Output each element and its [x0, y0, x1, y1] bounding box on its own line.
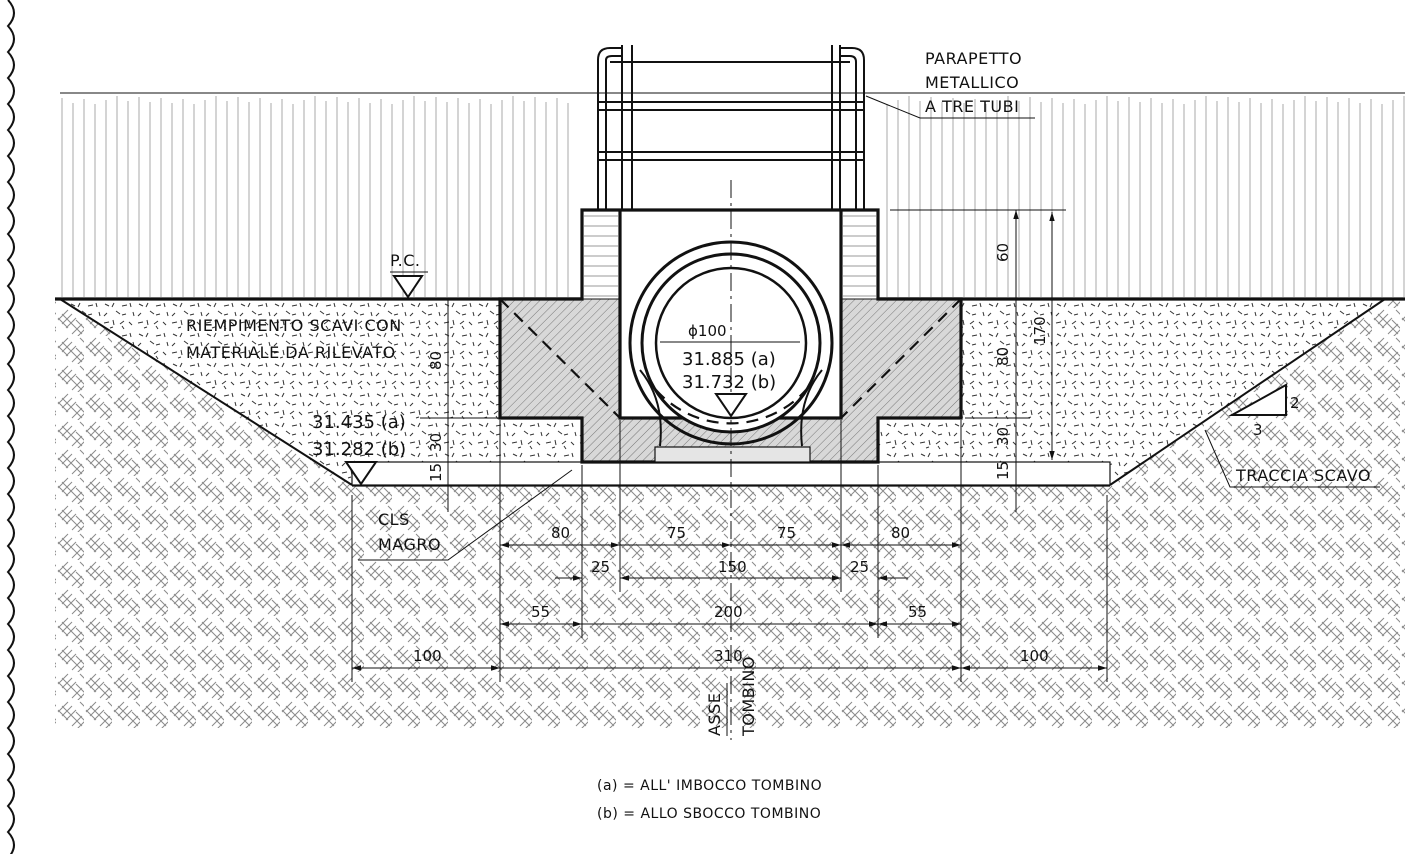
dimension-row-4: 100 310 100 [352, 647, 1107, 671]
dimension-extension-lines [351, 420, 1108, 682]
svg-text:15: 15 [427, 463, 445, 482]
cls-label-2: MAGRO [378, 535, 441, 554]
axis-label: ASSE TOMBINO [705, 656, 758, 737]
bottom-level-marker [344, 461, 378, 486]
svg-text:80: 80 [427, 351, 445, 370]
svg-text:TOMBINO: TOMBINO [739, 656, 758, 737]
svg-text:25: 25 [591, 558, 610, 576]
legend-b: (b) = ALLO SBOCCO TOMBINO [597, 806, 821, 822]
svg-text:55: 55 [908, 603, 927, 621]
dimension-row-2: 25 150 25 [555, 558, 908, 581]
svg-text:60: 60 [994, 243, 1012, 262]
fill-label-line-2: MATERIALE DA RILEVATO [186, 343, 396, 362]
svg-text:P.C.: P.C. [390, 251, 421, 270]
fill-label-line-1: RIEMPIMENTO SCAVI CON [186, 316, 402, 335]
pipe-elevation-b: 31.732 (b) [682, 372, 776, 393]
svg-text:200: 200 [714, 603, 743, 621]
background-embankment [61, 96, 1405, 297]
traccia-scavo-label: TRACCIA SCAVO [1235, 466, 1371, 485]
svg-text:ASSE: ASSE [705, 693, 724, 736]
metal-parapet [597, 45, 865, 210]
parapet-label-1: PARAPETTO [925, 49, 1022, 68]
svg-text:75: 75 [667, 524, 686, 542]
svg-text:100: 100 [413, 647, 442, 665]
dimension-row-3: 55 200 55 [500, 603, 961, 627]
cls-label-1: CLS [378, 510, 410, 529]
svg-text:75: 75 [777, 524, 796, 542]
svg-text:55: 55 [531, 603, 550, 621]
svg-text:3: 3 [1253, 421, 1263, 439]
legend-a: (a) = ALL' IMBOCCO TOMBINO [597, 778, 822, 794]
break-line [6, 0, 15, 854]
svg-text:100: 100 [1020, 647, 1049, 665]
parapet-label-2: METALLICO [925, 73, 1019, 92]
dimension-row-1: 80 75 75 80 [500, 524, 961, 548]
svg-text:170: 170 [1031, 316, 1049, 345]
svg-text:310: 310 [714, 647, 743, 665]
left-elevation-b: 31.282 (b) [312, 439, 406, 460]
svg-text:25: 25 [850, 558, 869, 576]
svg-text:2: 2 [1290, 394, 1300, 412]
svg-text:80: 80 [994, 347, 1012, 366]
svg-text:80: 80 [551, 524, 570, 542]
left-vertical-dimensions: 80 30 15 [420, 300, 500, 512]
svg-text:15: 15 [994, 461, 1012, 480]
pc-marker: P.C. [390, 251, 428, 299]
right-vertical-dimensions: 60 80 30 15 170 [880, 209, 1066, 512]
pipe-diameter: ϕ100 [688, 322, 727, 340]
pipe-elevation-a: 31.885 (a) [682, 349, 776, 370]
svg-text:80: 80 [891, 524, 910, 542]
svg-text:150: 150 [718, 558, 747, 576]
parapet-label-3: A TRE TUBI [925, 97, 1019, 116]
svg-text:30: 30 [427, 433, 445, 452]
slope-indicator: 2 3 [1228, 383, 1300, 439]
svg-text:30: 30 [994, 427, 1012, 446]
left-elevation-a: 31.435 (a) [312, 412, 406, 433]
pipe-level-marker [714, 393, 748, 418]
